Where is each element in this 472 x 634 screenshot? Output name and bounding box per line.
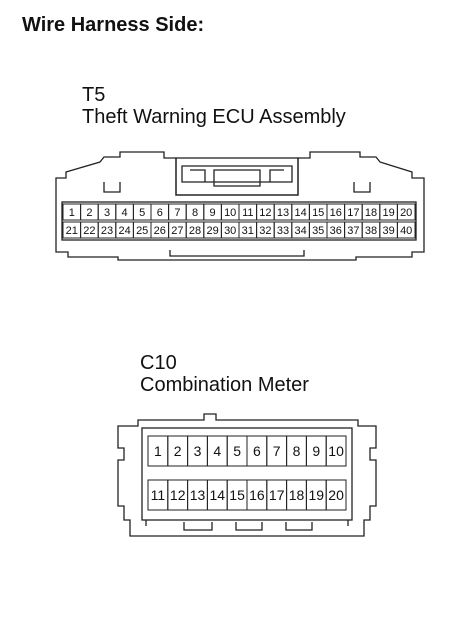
t5-pin-label: 19 xyxy=(382,207,394,219)
t5-pin-label: 25 xyxy=(136,225,148,237)
t5-pin-label: 28 xyxy=(189,225,201,237)
c10-pin-label: 20 xyxy=(328,487,344,503)
c10-pin-label: 5 xyxy=(233,443,241,459)
t5-pin-label: 17 xyxy=(347,207,359,219)
t5-pin-label: 29 xyxy=(206,225,218,237)
t5-pin-label: 38 xyxy=(365,225,377,237)
c10-pin-label: 1 xyxy=(154,443,162,459)
t5-pin-label: 2 xyxy=(86,207,92,219)
t5-pin-label: 12 xyxy=(259,207,271,219)
c10-pin-label: 11 xyxy=(151,487,166,503)
connector-t5-name: Theft Warning ECU Assembly xyxy=(82,106,346,128)
t5-pin-label: 30 xyxy=(224,225,236,237)
t5-pin-label: 14 xyxy=(294,207,306,219)
c10-pin-label: 6 xyxy=(253,443,261,459)
t5-pin-label: 22 xyxy=(83,225,95,237)
t5-pin-label: 16 xyxy=(330,207,342,219)
c10-pin-cell xyxy=(325,479,347,511)
page-title: Wire Harness Side: xyxy=(22,14,205,36)
t5-pin-label: 35 xyxy=(312,225,324,237)
c10-pin-label: 3 xyxy=(194,443,202,459)
t5-pin-label: 1 xyxy=(69,207,75,219)
c10-pin-label: 16 xyxy=(249,487,265,503)
c10-pin-cell xyxy=(325,435,347,467)
t5-pin-label: 27 xyxy=(171,225,183,237)
c10-pin-label: 9 xyxy=(312,443,320,459)
t5-pin-label: 20 xyxy=(400,207,412,219)
t5-pin-label: 7 xyxy=(174,207,180,219)
c10-pin-label: 18 xyxy=(289,487,305,503)
t5-pin-label: 10 xyxy=(224,207,236,219)
t5-pin-label: 40 xyxy=(400,225,412,237)
t5-pin-label: 9 xyxy=(210,207,216,219)
t5-pin-cell xyxy=(396,203,416,221)
t5-pin-label: 8 xyxy=(192,207,198,219)
c10-pin-label: 10 xyxy=(328,443,344,459)
t5-pin-label: 31 xyxy=(242,225,254,237)
t5-pin-label: 6 xyxy=(157,207,163,219)
t5-pin-label: 24 xyxy=(118,225,130,237)
connector-t5-code: T5 xyxy=(82,84,106,106)
c10-pin-label: 4 xyxy=(213,443,221,459)
c10-pin-label: 12 xyxy=(170,487,186,503)
c10-pin-label: 15 xyxy=(229,487,245,503)
t5-pin-label: 21 xyxy=(66,225,78,237)
t5-pin-label: 34 xyxy=(294,225,306,237)
connector-c10-name: Combination Meter xyxy=(140,374,309,396)
c10-pin-label: 8 xyxy=(293,443,301,459)
t5-pin-label: 11 xyxy=(242,207,253,219)
c10-pin-label: 2 xyxy=(174,443,182,459)
c10-pin-label: 13 xyxy=(190,487,206,503)
t5-pin-label: 23 xyxy=(101,225,113,237)
t5-pin-label: 36 xyxy=(330,225,342,237)
t5-pin-label: 5 xyxy=(139,207,145,219)
t5-pin-label: 3 xyxy=(104,207,110,219)
t5-pin-cell xyxy=(396,221,416,239)
c10-pin-label: 17 xyxy=(269,487,285,503)
c10-pin-label: 19 xyxy=(309,487,325,503)
t5-pin-label: 4 xyxy=(122,207,128,219)
connector-c10-code: C10 xyxy=(140,352,177,374)
t5-pin-label: 33 xyxy=(277,225,289,237)
t5-pin-label: 26 xyxy=(154,225,166,237)
c10-pin-label: 7 xyxy=(273,443,281,459)
t5-pin-label: 18 xyxy=(365,207,377,219)
t5-pin-label: 39 xyxy=(382,225,394,237)
t5-pin-label: 37 xyxy=(347,225,359,237)
c10-pin-label: 14 xyxy=(210,487,226,503)
t5-pin-label: 32 xyxy=(259,225,271,237)
t5-pin-label: 15 xyxy=(312,207,324,219)
t5-pin-label: 13 xyxy=(277,207,289,219)
